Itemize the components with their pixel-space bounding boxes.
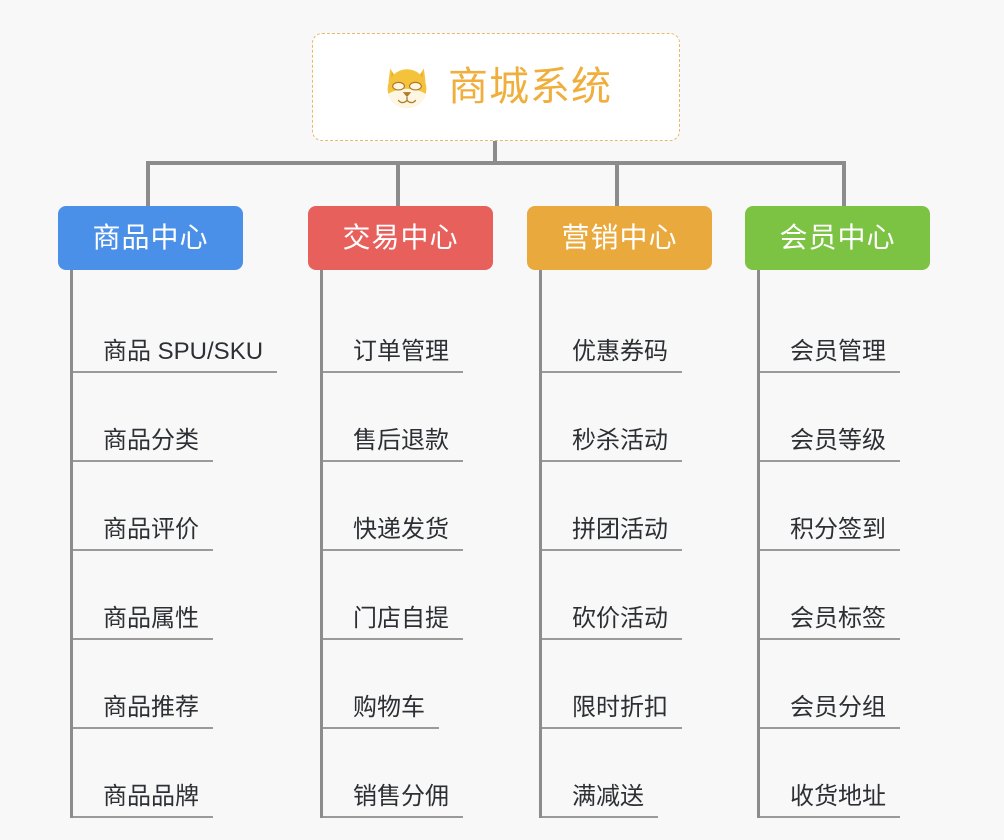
connector-root-stem	[493, 141, 497, 165]
category-label: 交易中心	[342, 222, 459, 253]
category-header-trade-center[interactable]: 交易中心	[308, 206, 493, 270]
list-item[interactable]: 积分签到	[760, 462, 930, 551]
branch-marketing-center: 营销中心 优惠券码 秒杀活动 拼团活动 砍价活动 限时折扣 满减送	[527, 206, 712, 818]
category-label: 会员中心	[779, 222, 896, 253]
leaf-label: 商品 SPU/SKU	[103, 337, 264, 365]
leaf-label: 门店自提	[353, 604, 449, 632]
connector-drop-member-center	[842, 161, 846, 208]
connector-horizontal-bus	[146, 161, 846, 165]
leaf-label: 积分签到	[790, 515, 886, 543]
list-item[interactable]: 限时折扣	[542, 640, 712, 729]
leaf-label: 商品品牌	[103, 782, 199, 810]
leaf-label: 满减送	[572, 782, 644, 810]
leaf-label: 售后退款	[353, 426, 449, 454]
list-item[interactable]: 秒杀活动	[542, 373, 712, 462]
leaf-label: 限时折扣	[572, 693, 668, 721]
list-item[interactable]: 购物车	[323, 640, 493, 729]
leaf-list-marketing-center: 优惠券码 秒杀活动 拼团活动 砍价活动 限时折扣 满减送	[539, 270, 712, 818]
leaf-label: 会员分组	[790, 693, 886, 721]
branch-trade-center: 交易中心 订单管理 售后退款 快递发货 门店自提 购物车 销售分佣	[308, 206, 493, 818]
category-label: 商品中心	[92, 222, 209, 253]
list-item[interactable]: 会员分组	[760, 640, 930, 729]
leaf-label: 快递发货	[353, 515, 449, 543]
leaf-label: 订单管理	[353, 337, 449, 365]
leaf-list-product-center: 商品 SPU/SKU 商品分类 商品评价 商品属性 商品推荐 商品品牌	[70, 270, 278, 818]
leaf-label: 优惠券码	[572, 337, 668, 365]
list-item[interactable]: 会员等级	[760, 373, 930, 462]
category-header-product-center[interactable]: 商品中心	[58, 206, 243, 270]
list-item[interactable]: 优惠券码	[542, 284, 712, 373]
list-item[interactable]: 快递发货	[323, 462, 493, 551]
list-item[interactable]: 商品评价	[73, 462, 243, 551]
shiba-dog-face-icon	[387, 68, 427, 110]
list-item[interactable]: 商品分类	[73, 373, 243, 462]
list-item[interactable]: 收货地址	[760, 729, 930, 818]
leaf-label: 会员标签	[790, 604, 886, 632]
leaf-label: 会员等级	[790, 426, 886, 454]
list-item[interactable]: 拼团活动	[542, 462, 712, 551]
list-item[interactable]: 砍价活动	[542, 551, 712, 640]
leaf-list-trade-center: 订单管理 售后退款 快递发货 门店自提 购物车 销售分佣	[320, 270, 493, 818]
leaf-list-member-center: 会员管理 会员等级 积分签到 会员标签 会员分组 收货地址	[757, 270, 930, 818]
list-item[interactable]: 会员标签	[760, 551, 930, 640]
leaf-label: 购物车	[353, 693, 425, 721]
list-item[interactable]: 商品推荐	[73, 640, 243, 729]
list-item[interactable]: 订单管理	[323, 284, 493, 373]
leaf-label: 商品分类	[103, 426, 199, 454]
connector-drop-product-center	[146, 161, 150, 208]
list-item[interactable]: 商品品牌	[73, 729, 243, 818]
branch-member-center: 会员中心 会员管理 会员等级 积分签到 会员标签 会员分组 收货地址	[745, 206, 930, 818]
connector-drop-trade-center	[396, 161, 400, 208]
list-item[interactable]: 会员管理	[760, 284, 930, 373]
list-item[interactable]: 满减送	[542, 729, 712, 818]
leaf-label: 秒杀活动	[572, 426, 668, 454]
branch-product-center: 商品中心 商品 SPU/SKU 商品分类 商品评价 商品属性 商品推荐 商品品牌	[58, 206, 278, 818]
leaf-label: 商品评价	[103, 515, 199, 543]
list-item[interactable]: 门店自提	[323, 551, 493, 640]
leaf-label: 会员管理	[790, 337, 886, 365]
list-item[interactable]: 售后退款	[323, 373, 493, 462]
leaf-label: 砍价活动	[572, 604, 668, 632]
leaf-label: 拼团活动	[572, 515, 668, 543]
list-item[interactable]: 商品 SPU/SKU	[73, 284, 278, 373]
leaf-label: 商品属性	[103, 604, 199, 632]
connector-drop-marketing-center	[615, 161, 619, 208]
list-item[interactable]: 商品属性	[73, 551, 243, 640]
list-item[interactable]: 销售分佣	[323, 729, 493, 818]
category-header-member-center[interactable]: 会员中心	[745, 206, 930, 270]
leaf-label: 销售分佣	[353, 782, 449, 810]
root-node-mall-system[interactable]: 商城系统	[312, 33, 680, 141]
category-label: 营销中心	[561, 222, 678, 253]
root-title: 商城系统	[448, 65, 612, 109]
leaf-label: 商品推荐	[103, 693, 199, 721]
leaf-label: 收货地址	[790, 782, 886, 810]
category-header-marketing-center[interactable]: 营销中心	[527, 206, 712, 270]
